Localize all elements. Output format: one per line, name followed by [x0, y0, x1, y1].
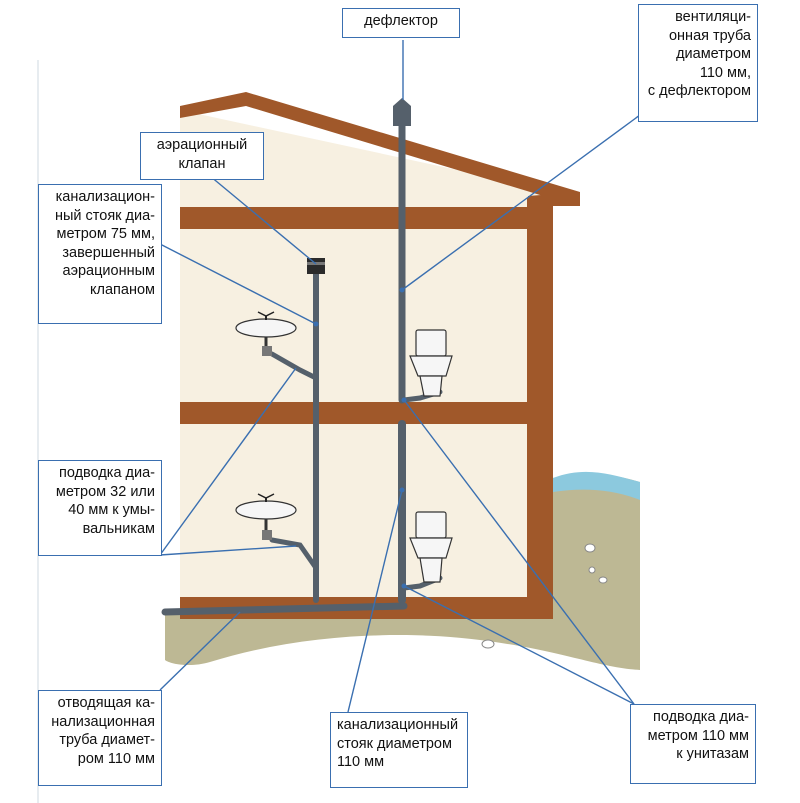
- roof: [180, 92, 580, 206]
- beam-top: [180, 207, 530, 229]
- right-wall: [527, 198, 553, 618]
- deflector-icon: [393, 98, 411, 126]
- pipe-icon: [161, 122, 443, 616]
- label-riser-110: канализационный стояк диаметром 110 мм: [330, 712, 468, 788]
- sink-supply-upper: [269, 351, 319, 381]
- ground: [165, 471, 640, 670]
- leader-dots: [313, 287, 407, 589]
- label-outlet-pipe: отводящая ка- нализационная труба диамет…: [38, 690, 162, 786]
- label-deflector: дефлектор: [342, 8, 460, 38]
- sink-icon: [235, 311, 297, 356]
- outlet-pipe: [161, 602, 408, 616]
- leader-lines: [159, 40, 641, 713]
- toilet-icon: [409, 511, 453, 583]
- toilet-icon: [409, 329, 453, 397]
- house-wall: [180, 110, 553, 618]
- label-riser-75: канализацион- ный стояк диа- метром 75 м…: [38, 184, 162, 324]
- label-vent-pipe: вентиляци- онная труба диаметром 110 мм,…: [638, 4, 758, 122]
- aeration-valve-icon: [307, 258, 325, 274]
- label-supply-toilets: подводка диа- метром 110 мм к унитазам: [630, 704, 756, 784]
- beam-middle: [180, 402, 530, 424]
- label-supply-sinks: подводка диа- метром 32 или 40 мм к умы-…: [38, 460, 162, 556]
- sink-supply-lower: [269, 537, 319, 571]
- label-aeration-valve: аэрационный клапан: [140, 132, 264, 180]
- sink-icon: [235, 493, 297, 540]
